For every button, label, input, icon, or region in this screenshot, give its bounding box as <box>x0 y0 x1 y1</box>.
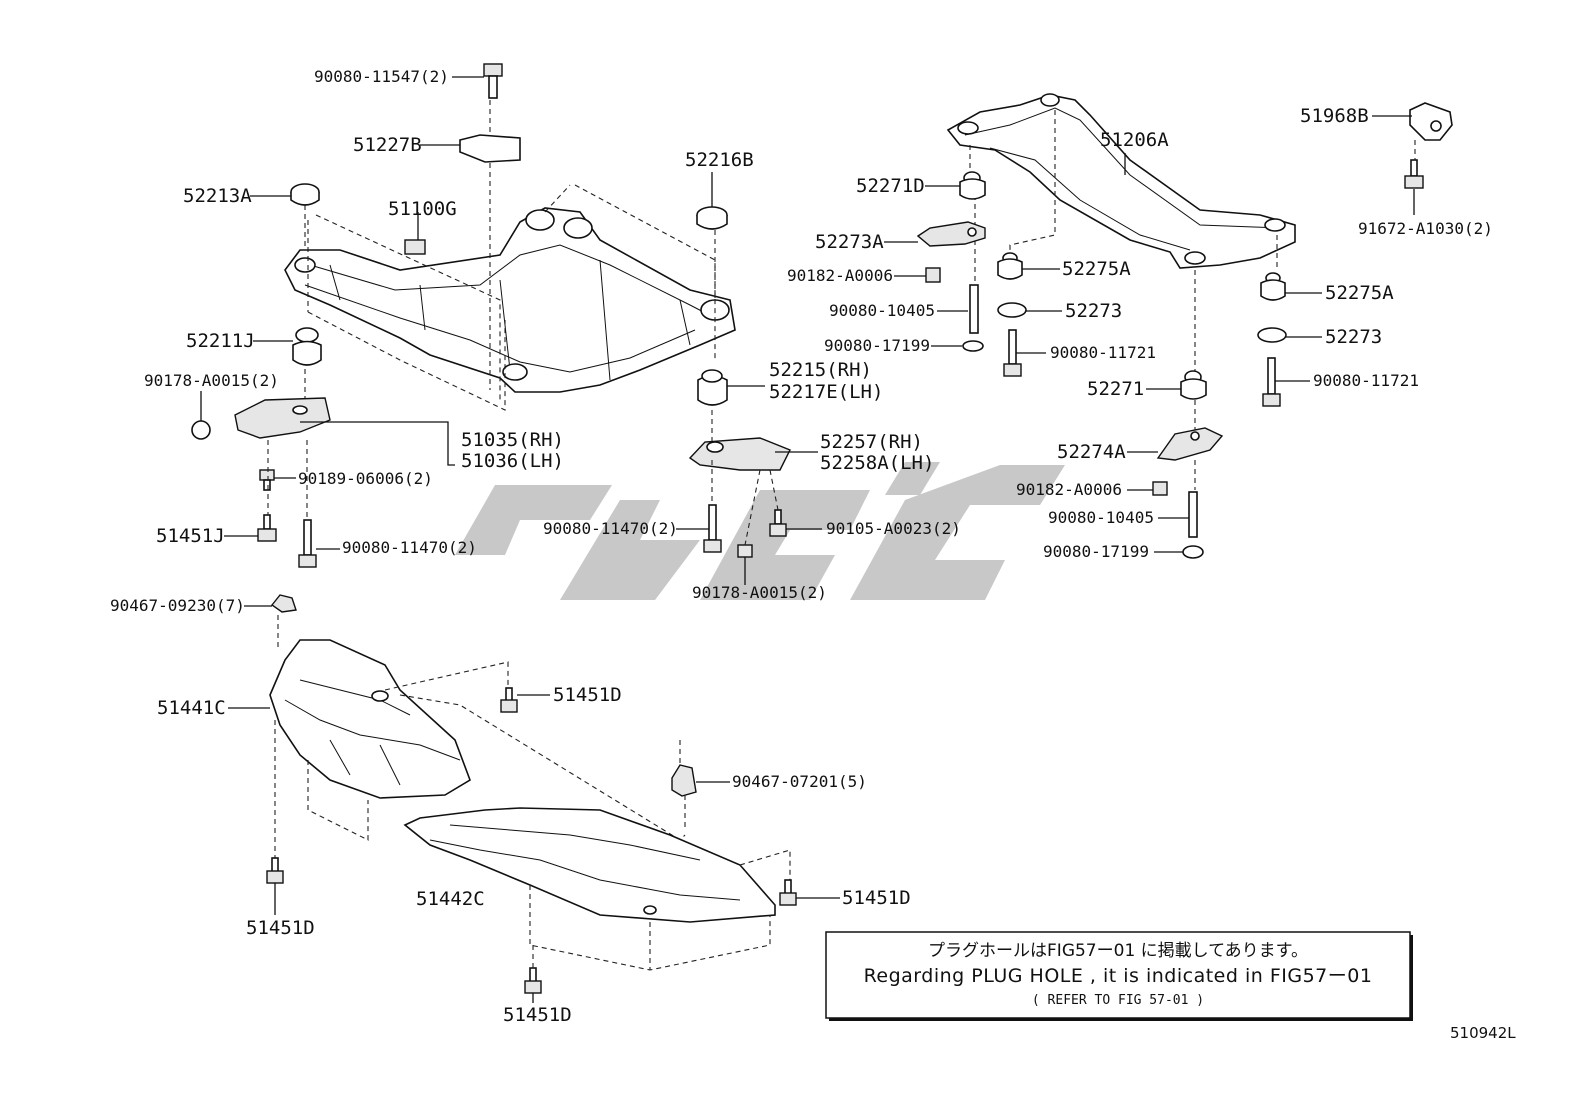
label-51441c: 51441C <box>157 697 226 719</box>
label-90178-a0015-left: 90178-A0015(2) <box>144 371 279 390</box>
part-bolt-90189-06006 <box>259 469 275 491</box>
part-washer-90080-17199-a <box>962 340 984 352</box>
rear-crossmember-51206a <box>946 93 1296 269</box>
label-90080-10405-a: 90080-10405 <box>829 301 935 320</box>
note-line-ref: ( REFER TO FIG 57-01 ) <box>1032 993 1204 1008</box>
label-90189-06006: 90189-06006(2) <box>298 469 433 488</box>
part-cushion-52215 <box>697 369 728 406</box>
part-stud-90080-10405-b <box>1188 491 1198 538</box>
part-bolt-51451j <box>257 514 277 542</box>
part-clip-90467-09230 <box>270 594 297 613</box>
part-stud-90080-10405-a <box>969 284 979 334</box>
part-bolt-51451d-b <box>779 879 797 906</box>
label-90080-17199-a: 90080-17199 <box>824 336 930 355</box>
part-bolt-51451d-a <box>500 687 518 713</box>
note-line-jp: プラグホールはFIG57ー01 に掲載してあります。 <box>928 941 1308 961</box>
label-90182-a0006-b: 90182-A0006 <box>1016 480 1122 499</box>
label-52274a: 52274A <box>1057 441 1126 463</box>
note-line-en: Regarding PLUG HOLE , it is indicated in… <box>864 965 1373 987</box>
label-90467-09230: 90467-09230(7) <box>110 596 245 615</box>
label-51451d-a: 51451D <box>553 684 622 706</box>
label-52215: 52215(RH) <box>769 359 872 381</box>
part-washer-52273-a <box>997 302 1027 318</box>
label-52216b: 52216B <box>685 149 754 171</box>
label-52273-b: 52273 <box>1325 326 1382 348</box>
part-bolt-51451d-d <box>524 967 542 994</box>
label-52258a: 52258A(LH) <box>820 452 934 474</box>
label-52213a: 52213A <box>183 185 252 207</box>
plug-hole-note: プラグホールはFIG57ー01 に掲載してあります。 Regarding PLU… <box>825 931 1413 1021</box>
label-51036: 51036(LH) <box>461 450 564 472</box>
part-stopper-52274a <box>1156 427 1224 461</box>
label-51451d-b: 51451D <box>842 887 911 909</box>
label-51451d-c: 51451D <box>246 917 315 939</box>
label-90080-11721-b: 90080-11721 <box>1313 371 1419 390</box>
label-52271d: 52271D <box>856 175 925 197</box>
label-90080-17199-b: 90080-17199 <box>1043 542 1149 561</box>
part-bolt-91672-a1030 <box>1404 159 1424 189</box>
part-bracket-51968b <box>1409 102 1453 141</box>
part-labels: 90080-11547(2) 51227B 52213A 51100G 5221… <box>110 67 1493 1026</box>
label-51227b: 51227B <box>353 134 422 156</box>
part-bolt-51451d-c <box>266 857 284 884</box>
part-nut-90182-a0006-b <box>1152 481 1168 496</box>
label-51968b: 51968B <box>1300 105 1369 127</box>
watermark <box>455 462 1065 600</box>
label-90178-a0015-mid: 90178-A0015(2) <box>692 583 827 602</box>
label-91672-a1030: 91672-A1030(2) <box>1358 219 1493 238</box>
cover-51442c <box>403 807 776 923</box>
cover-51441c <box>269 639 471 799</box>
part-clip-90467-07201 <box>671 764 697 797</box>
part-nut-90178-a0015-left <box>191 420 211 440</box>
label-52275a-b: 52275A <box>1325 282 1394 304</box>
label-52273-a: 52273 <box>1065 300 1122 322</box>
part-bracket-51227b <box>459 134 521 163</box>
part-nut-90182-a0006-a <box>925 267 941 283</box>
part-bolt-90080-11721-a <box>1003 329 1022 377</box>
part-cushion-52275a-b <box>1260 272 1286 301</box>
label-51442c: 51442C <box>416 888 485 910</box>
part-cushion-52213a <box>290 183 320 206</box>
part-nut-90178-a0015-mid <box>737 544 753 558</box>
label-51451d-d: 51451D <box>503 1004 572 1026</box>
part-bracket-52257 <box>688 437 791 471</box>
label-90105-a0023: 90105-A0023(2) <box>826 519 961 538</box>
label-90080-11547: 90080-11547(2) <box>314 67 449 86</box>
label-51100g: 51100G <box>388 198 457 220</box>
label-90080-11470-left: 90080-11470(2) <box>342 538 477 557</box>
label-90080-11721-a: 90080-11721 <box>1050 343 1156 362</box>
part-washer-52273-b <box>1257 327 1287 343</box>
part-washer-90080-17199-b <box>1182 545 1204 559</box>
part-bracket-51035 <box>234 397 331 439</box>
part-cushion-52216b <box>696 206 728 230</box>
label-51035: 51035(RH) <box>461 429 564 451</box>
part-cushion-52271 <box>1180 370 1207 400</box>
label-90080-11470-mid: 90080-11470(2) <box>543 519 678 538</box>
part-bolt-90080-11470-mid <box>703 504 722 553</box>
label-51451j: 51451J <box>156 525 225 547</box>
label-52217e: 52217E(LH) <box>769 381 883 403</box>
part-cushion-52211j <box>292 327 322 366</box>
label-90080-10405-b: 90080-10405 <box>1048 508 1154 527</box>
part-bolt-90080-11470-left <box>298 519 317 568</box>
label-52211j: 52211J <box>186 330 255 352</box>
leader-lines <box>200 76 1415 1003</box>
part-cushion-52275a-a <box>997 252 1023 280</box>
front-crossmember-51100g <box>284 207 736 393</box>
diagram-code: 510942L <box>1450 1024 1516 1042</box>
label-52275a-a: 52275A <box>1062 258 1131 280</box>
part-stopper-52273a <box>916 221 986 247</box>
label-52273a: 52273A <box>815 231 884 253</box>
part-bolt-90080-11721-b <box>1262 357 1281 407</box>
label-51206a: 51206A <box>1100 129 1169 151</box>
label-90182-a0006-a: 90182-A0006 <box>787 266 893 285</box>
part-bolt-90080-11547 <box>483 63 503 99</box>
label-90467-07201: 90467-07201(5) <box>732 772 867 791</box>
crossmember-guides <box>304 100 716 445</box>
part-cushion-52271d <box>959 171 986 200</box>
label-52271: 52271 <box>1087 378 1144 400</box>
label-52257: 52257(RH) <box>820 431 923 453</box>
